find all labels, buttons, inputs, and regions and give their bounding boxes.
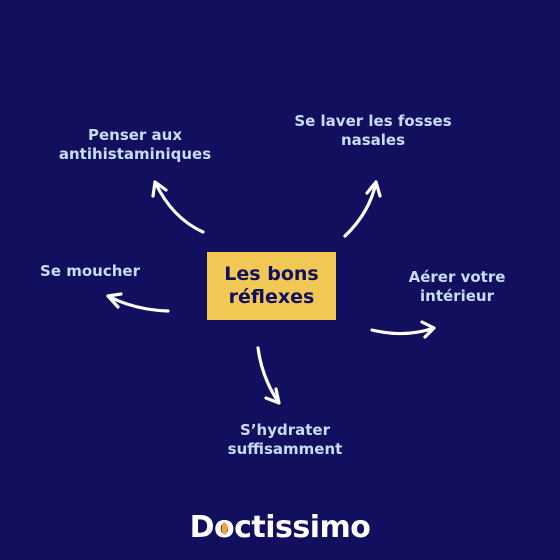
arrow-to-moucher	[106, 292, 170, 313]
branch-aerer-line-1: Aérer votre	[408, 268, 506, 286]
center-line-2: réflexes	[228, 286, 315, 308]
branch-antihistaminiques-line-2: antihistaminiques	[58, 145, 212, 163]
branch-antihistaminiques: Penser aux antihistaminiques	[40, 126, 230, 164]
arrow-to-fosses-nasales	[343, 180, 382, 238]
logo-suffix: ctissimo	[234, 510, 371, 545]
branch-aerer: Aérer votre intérieur	[382, 268, 532, 306]
branch-moucher: Se moucher	[20, 262, 160, 281]
arrow-to-hydrater	[256, 346, 281, 405]
logo-prefix: D	[189, 510, 215, 545]
branch-moucher-line-1: Se moucher	[40, 262, 140, 280]
doctissimo-logo: Doctissimo	[180, 510, 380, 546]
center-line-1: Les bons	[224, 263, 319, 285]
branch-hydrater-line-1: S’hydrater	[240, 421, 330, 439]
center-node: Les bons réflexes	[207, 252, 336, 320]
branch-hydrater: S’hydrater suffisamment	[205, 421, 365, 459]
arrow-to-antihistaminiques	[151, 180, 205, 234]
logo-o-mark: o	[214, 510, 235, 546]
arrow-to-aerer	[370, 320, 436, 339]
branch-fosses-nasales-line-2: nasales	[340, 131, 406, 149]
branch-hydrater-line-2: suffisamment	[227, 440, 343, 458]
branch-aerer-line-2: intérieur	[420, 287, 494, 305]
branch-fosses-nasales-line-1: Se laver les fosses	[294, 112, 452, 130]
branch-fosses-nasales: Se laver les fosses nasales	[278, 112, 468, 150]
branch-antihistaminiques-line-1: Penser aux	[87, 126, 183, 144]
